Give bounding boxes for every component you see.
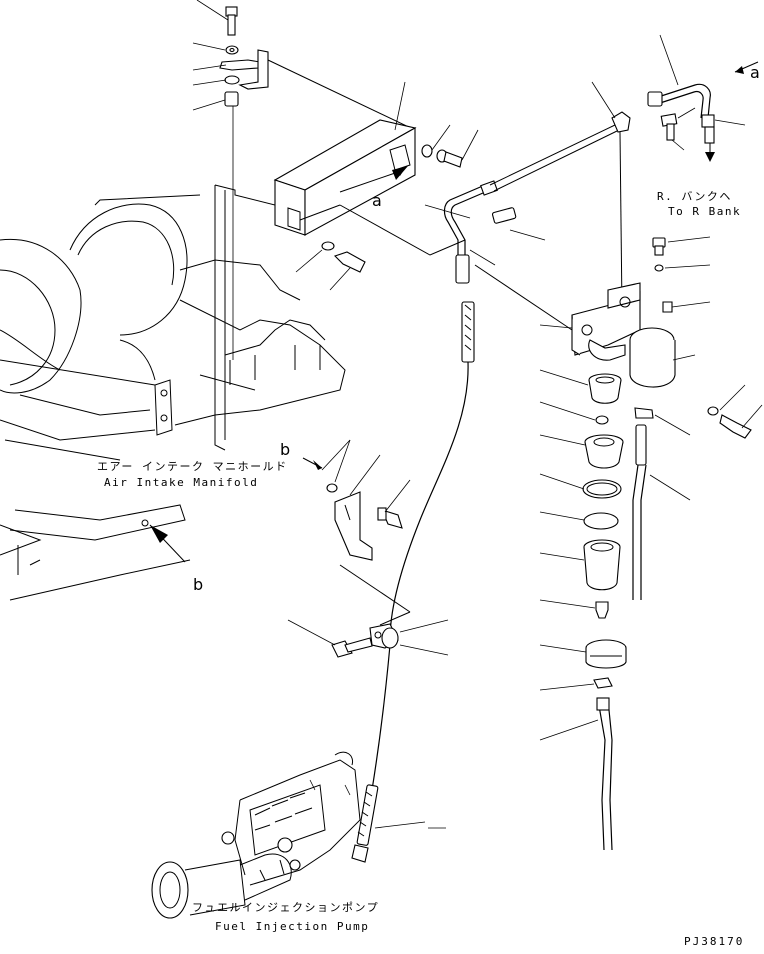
ref-b-lower: b	[149, 524, 203, 594]
filter-exploded-stack	[539, 369, 691, 851]
tee-fitting	[591, 81, 631, 311]
fuel-pipe-assembly	[371, 124, 618, 791]
svg-text:b: b	[193, 575, 203, 594]
r-bank-pipe: a R. バンクヘ To R Bank	[647, 34, 760, 218]
r-bank-en-label: To R Bank	[668, 205, 741, 218]
fuel-injection-pump	[151, 751, 446, 919]
air-intake-manifold-drawing	[0, 194, 346, 601]
lower-bracket	[321, 439, 411, 626]
r-bank-jp-label: R. バンクヘ	[657, 190, 732, 203]
pipe-clamp	[287, 619, 449, 658]
fuel-pump-en-label: Fuel Injection Pump	[215, 920, 369, 933]
ref-b-upper: b	[280, 440, 323, 470]
bolt-stack-upper-left	[192, 0, 416, 131]
drawing-code: PJ38170	[684, 935, 744, 948]
svg-text:a: a	[750, 63, 760, 82]
filter-head	[474, 236, 763, 439]
center-bracket: a	[273, 81, 479, 291]
air-intake-jp-label: エアー インテーク マニホールド	[97, 460, 288, 473]
air-intake-en-label: Air Intake Manifold	[104, 476, 258, 489]
ref-a-label: a	[372, 191, 382, 210]
svg-text:b: b	[280, 440, 290, 459]
manifold-mount-bracket	[214, 184, 279, 451]
fuel-pump-jp-label: フュエルインジェクションポンプ	[192, 901, 379, 914]
